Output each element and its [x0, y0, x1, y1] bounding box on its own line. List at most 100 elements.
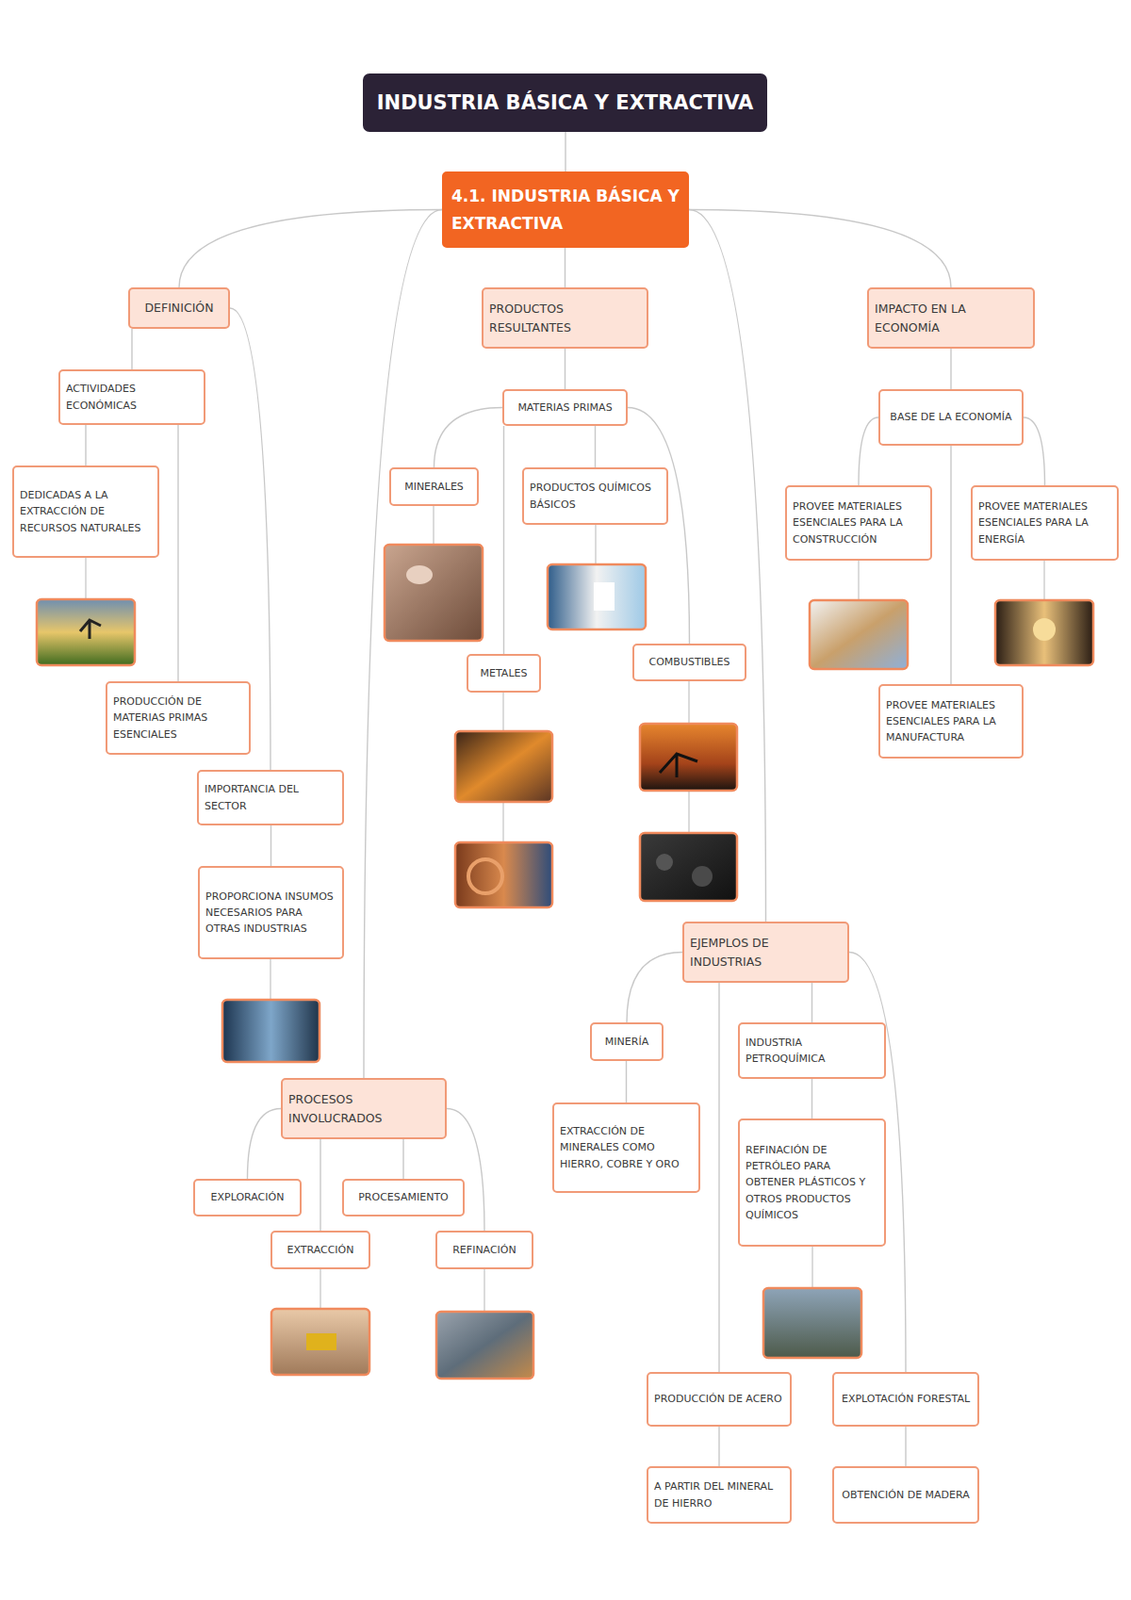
- leaf-box: MINERALES: [389, 467, 479, 507]
- node-text: PROPORCIONA INSUMOS NECESARIOS PARA OTRA…: [205, 888, 337, 937]
- photos: [36, 544, 1094, 1379]
- leaf-box: A PARTIR DEL MINERAL DE HIERRO: [646, 1466, 792, 1525]
- leaf-box: EXPLORACIÓN: [193, 1179, 302, 1217]
- leaf-box: PROCESAMIENTO: [342, 1179, 465, 1217]
- connector-line: [247, 1109, 282, 1181]
- node-text: PRODUCTOS QUÍMICOS BÁSICOS: [529, 479, 661, 512]
- connector-line: [811, 1079, 813, 1119]
- branch-connector: [565, 131, 567, 172]
- connector-line: [503, 426, 505, 655]
- branch-connector: [719, 983, 721, 1373]
- leaf-box: MINERÍA: [590, 1022, 664, 1062]
- connector-line: [718, 1426, 720, 1467]
- branch-connector: [719, 1426, 721, 1467]
- node-text: PROCESAMIENTO: [349, 1189, 458, 1206]
- node-text: ACTIVIDADES ECONÓMICAS: [65, 380, 198, 413]
- branch-connector: [503, 426, 505, 655]
- connector-line: [718, 983, 720, 1373]
- node-text: IMPORTANCIA DEL SECTOR: [204, 781, 337, 814]
- connector-line: [270, 825, 272, 867]
- connector-line: [594, 426, 596, 468]
- node-text: DEFINICIÓN: [135, 298, 223, 317]
- branch-connector: [320, 1139, 322, 1231]
- leaf-box: REFINACIÓN DE PETRÓLEO PARA OBTENER PLÁS…: [737, 1118, 886, 1247]
- photo-copper-coils: [455, 842, 553, 908]
- node-text: PRODUCCIÓN DE MATERIAS PRIMAS ESENCIALES: [113, 693, 244, 742]
- connector-line: [564, 348, 566, 390]
- connector-line: [811, 983, 813, 1023]
- node-text: PRODUCTOS RESULTANTES: [489, 299, 641, 337]
- leaf-box: ACTIVIDADES ECONÓMICAS: [58, 369, 206, 426]
- node-text: EXTRACCIÓN: [278, 1242, 363, 1259]
- leaf-box: DEDICADAS A LA EXTRACCIÓN DE RECURSOS NA…: [12, 465, 160, 558]
- branch-connector: [564, 247, 566, 288]
- leaf-box: PROVEE MATERIALES ESENCIALES PARA LA MAN…: [878, 684, 1024, 759]
- node-text: PROCESOS INVOLUCRADOS: [288, 1090, 440, 1128]
- photo-light-bulb: [995, 600, 1094, 666]
- branch-box: PROCESOS INVOLUCRADOS: [280, 1078, 447, 1140]
- connector-line: [688, 210, 767, 923]
- node-text: METALES: [474, 665, 534, 682]
- photo-coal: [639, 833, 738, 902]
- branch-connector: [626, 952, 683, 1024]
- connector-line: [904, 1426, 906, 1467]
- node-text: EXTRACCIÓN DE MINERALES COMO HIERRO, COB…: [559, 1123, 693, 1172]
- branch-connector: [270, 825, 272, 867]
- branch-connector: [434, 408, 504, 469]
- branch-connector: [247, 1109, 282, 1181]
- branch-box: DEFINICIÓN: [128, 287, 230, 329]
- connector-line: [179, 210, 443, 289]
- leaf-box: OBTENCIÓN DE MADERA: [832, 1466, 980, 1525]
- leaf-box: PRODUCTOS QUÍMICOS BÁSICOS: [522, 467, 669, 525]
- leaf-box: REFINACIÓN: [435, 1230, 534, 1270]
- node-text: MINERÍA: [597, 1033, 656, 1050]
- branch-connector: [811, 983, 813, 1023]
- leaf-box: PROVEE MATERIALES ESENCIALES PARA LA CON…: [785, 485, 933, 561]
- branch-box: IMPACTO EN LA ECONOMÍA: [867, 287, 1035, 349]
- photo-oil-pump-sunset: [639, 723, 738, 791]
- connector-line: [950, 348, 951, 390]
- photo-construction-materials: [809, 600, 908, 670]
- connector-line: [564, 247, 566, 288]
- leaf-box: METALES: [466, 654, 541, 693]
- branch-box: EJEMPLOS DE INDUSTRIAS: [682, 921, 850, 984]
- branch-connector: [688, 210, 767, 923]
- node-text: BASE DE LA ECONOMÍA: [885, 409, 1017, 426]
- node-text: REFINACIÓN DE PETRÓLEO PARA OBTENER PLÁS…: [745, 1142, 879, 1223]
- connector-line: [950, 445, 951, 685]
- node-text: DEDICADAS A LA EXTRACCIÓN DE RECURSOS NA…: [19, 487, 152, 536]
- node-text: INDUSTRIA PETROQUÍMICA: [745, 1034, 879, 1067]
- connector-line: [402, 1139, 404, 1180]
- node-text: OBTENCIÓN DE MADERA: [839, 1487, 972, 1504]
- photo-processing-plant: [436, 1311, 534, 1379]
- branch-connector: [131, 328, 133, 370]
- photo-mineral-rock: [384, 544, 483, 641]
- branch-connector: [564, 348, 566, 390]
- branch-connector: [594, 426, 596, 468]
- branch-connector: [950, 348, 952, 390]
- leaf-box: EXPLOTACIÓN FORESTAL: [832, 1372, 980, 1427]
- topic-box: 4.1. INDUSTRIA BÁSICA Y EXTRACTIVA: [442, 171, 689, 248]
- node-text: PROVEE MATERIALES ESENCIALES PARA LA ENE…: [978, 498, 1112, 547]
- connector-line: [1023, 417, 1046, 486]
- node-text: REFINACIÓN: [442, 1242, 526, 1259]
- branch-connector: [178, 425, 180, 682]
- node-text: MINERALES: [396, 478, 472, 495]
- photo-mining-truck: [271, 1309, 370, 1376]
- node-text: PROVEE MATERIALES ESENCIALES PARA LA CON…: [792, 498, 925, 547]
- branch-connector: [625, 1061, 627, 1103]
- leader-lines: [85, 506, 1045, 1312]
- branch-connector: [363, 210, 443, 1080]
- leaf-box: INDUSTRIA PETROQUÍMICA: [737, 1022, 886, 1080]
- leaf-box: BASE DE LA ECONOMÍA: [878, 389, 1024, 446]
- node-text: EXPLORACIÓN: [200, 1189, 295, 1206]
- branch-connector: [403, 1139, 405, 1180]
- branch-connector: [905, 1426, 907, 1467]
- node-text: PRODUCCIÓN DE ACERO: [654, 1391, 785, 1408]
- branch-box: PRODUCTOS RESULTANTES: [481, 287, 649, 349]
- connector-line: [319, 1139, 321, 1231]
- connector-line: [626, 952, 683, 1024]
- leaf-box: EXTRACCIÓN: [270, 1230, 371, 1270]
- leaf-box: MATERIAS PRIMAS: [502, 389, 628, 427]
